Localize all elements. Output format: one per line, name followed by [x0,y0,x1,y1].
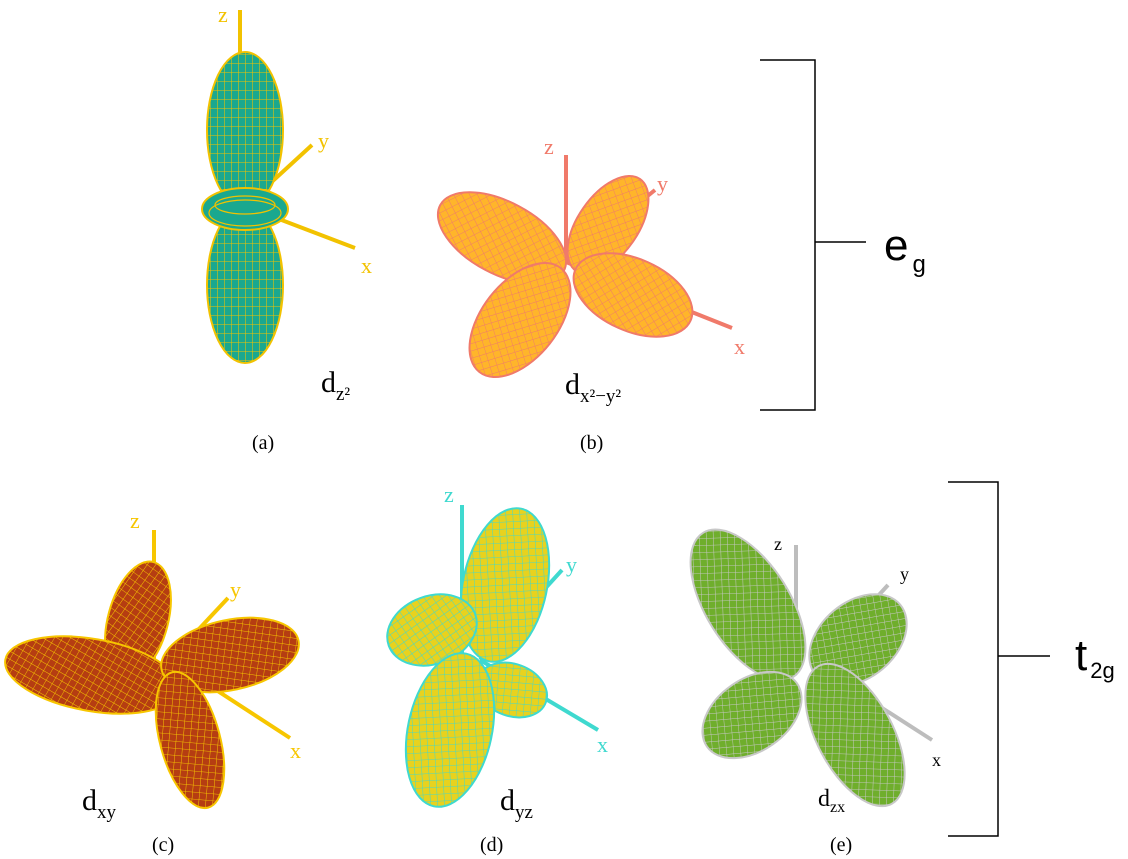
y-axis-label-a: y [318,128,329,153]
x-axis-label-b: x [734,334,745,359]
y-axis-label-b: y [657,171,668,196]
x-axis-label-d: x [597,732,608,757]
panel-e: z y x dzx (e) [667,511,941,856]
orbital-b-graphic [423,155,732,395]
panel-label-b: (b) [580,432,603,454]
orbital-name-a: dz² [321,366,350,405]
panel-a: z y x dz² (a) [202,2,372,454]
z-axis-label-c: z [130,508,140,533]
y-axis-label-d: y [566,552,577,577]
panel-d: z y x dyz (d) [377,482,608,856]
panel-c: z y x dxy (c) [0,508,306,856]
z-axis-label-b: z [544,134,554,159]
orbital-name-d: dyz [500,784,533,823]
z-axis-label-e: z [774,534,782,554]
z-axis-label-a: z [218,2,228,27]
eg-bracket [760,60,866,410]
orbital-c-graphic [0,530,306,815]
panel-label-c: (c) [152,834,174,856]
panel-label-d: (d) [480,834,503,856]
orbital-e-graphic [667,511,932,822]
y-axis-label-e: y [900,564,909,584]
z-axis-label-d: z [444,482,454,507]
panel-label-a: (a) [252,432,274,454]
y-axis-label-c: y [230,577,241,602]
orbital-name-e: dzx [818,786,845,816]
t2g-bracket [948,482,1050,836]
orbital-name-b: dx²−y² [565,368,621,407]
orbital-a-graphic [202,10,355,363]
x-axis-label-e: x [932,750,941,770]
x-axis-label-a: x [361,253,372,278]
panel-b: z y x dx²−y² (b) [423,134,745,454]
x-axis-label-c: x [290,738,301,763]
panel-label-e: (e) [830,834,852,856]
orbital-d-graphic [377,500,598,815]
orbital-name-c: dxy [82,784,117,823]
